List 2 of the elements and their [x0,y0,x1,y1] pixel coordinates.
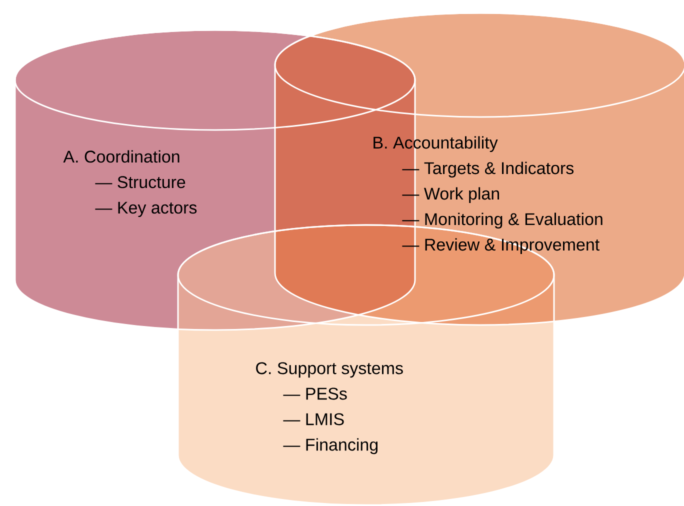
cylinder-label: A. Coordination — Structure — Key actors [63,150,197,218]
cylinder-label: C. Support systems — PESs — LMIS — Financing [256,362,403,454]
